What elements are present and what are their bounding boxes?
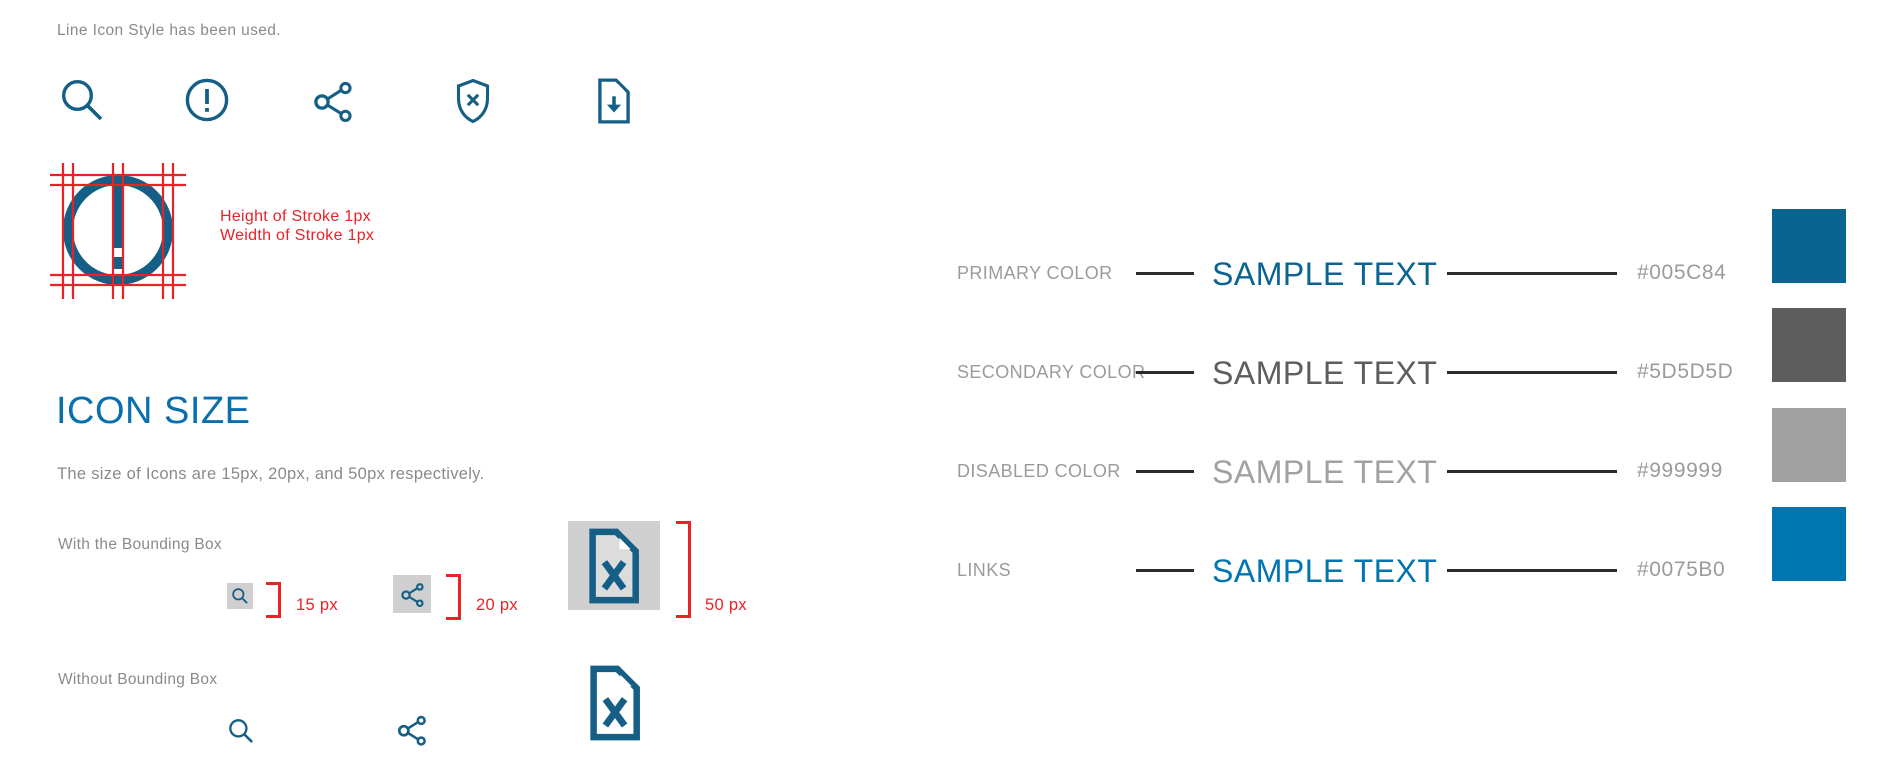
intro-text: Line Icon Style has been used. xyxy=(57,22,281,39)
color-swatch-disabled xyxy=(1772,408,1846,482)
size-bracket-15px xyxy=(266,582,281,618)
palette-dash-right-primary xyxy=(1447,272,1617,275)
palette-hex-disabled: #999999 xyxy=(1637,459,1723,482)
sample-text-disabled: SAMPLE TEXT xyxy=(1212,454,1438,490)
alert-circle-icon xyxy=(183,76,231,124)
icon-size-heading: ICON SIZE xyxy=(56,390,251,432)
search-icon xyxy=(58,76,106,124)
size-label-15px: 15 px xyxy=(296,596,338,614)
palette-dash-right-links xyxy=(1447,569,1617,572)
with-bounding-box-label: With the Bounding Box xyxy=(58,536,222,553)
size-bracket-50px xyxy=(676,521,691,618)
size-label-20px: 20 px xyxy=(476,596,518,614)
size-label-50px: 50 px xyxy=(705,596,747,614)
search-icon-no-box xyxy=(227,717,255,745)
stroke-width-note: Weidth of Stroke 1px xyxy=(220,227,375,244)
search-icon-bounding-box xyxy=(227,583,253,609)
file-x-icon-bounding-box xyxy=(568,521,660,610)
sample-text-secondary: SAMPLE TEXT xyxy=(1212,355,1438,391)
shield-x-icon xyxy=(452,78,494,124)
stroke-spec-note: Height of Stroke 1px Weidth of Stroke 1p… xyxy=(220,207,374,245)
palette-label-secondary: SECONDARY COLOR xyxy=(957,362,1146,382)
palette-label-links: LINKS xyxy=(957,560,1012,580)
palette-hex-primary: #005C84 xyxy=(1637,261,1727,284)
palette-dash-left-primary xyxy=(1136,272,1194,275)
palette-hex-links: #0075B0 xyxy=(1637,558,1726,581)
share-icon-no-box xyxy=(395,713,429,747)
sample-text-links: SAMPLE TEXT xyxy=(1212,553,1438,589)
file-x-icon-no-box xyxy=(584,664,646,742)
palette-dash-left-secondary xyxy=(1136,371,1194,374)
stroke-spec-diagram xyxy=(50,158,186,304)
stroke-height-note: Height of Stroke 1px xyxy=(220,208,371,225)
file-download-icon xyxy=(593,77,635,125)
sample-text-primary: SAMPLE TEXT xyxy=(1212,256,1438,292)
share-icon-medium xyxy=(399,581,426,608)
file-x-icon-large xyxy=(583,527,645,605)
share-icon-bounding-box xyxy=(393,575,431,613)
share-icon xyxy=(310,78,356,124)
search-icon-small xyxy=(231,587,249,605)
palette-label-primary: PRIMARY COLOR xyxy=(957,263,1113,283)
size-bracket-20px xyxy=(446,574,461,620)
palette-dash-right-secondary xyxy=(1447,371,1617,374)
palette-dash-left-disabled xyxy=(1136,470,1194,473)
without-bounding-box-label: Without Bounding Box xyxy=(58,671,218,688)
palette-dash-left-links xyxy=(1136,569,1194,572)
palette-hex-secondary: #5D5D5D xyxy=(1637,360,1734,383)
color-swatch-primary xyxy=(1772,209,1846,283)
palette-label-disabled: DISABLED COLOR xyxy=(957,461,1121,481)
color-swatch-links xyxy=(1772,507,1846,581)
color-swatch-secondary xyxy=(1772,308,1846,382)
palette-dash-right-disabled xyxy=(1447,470,1617,473)
icon-size-description: The size of Icons are 15px, 20px, and 50… xyxy=(57,465,485,483)
